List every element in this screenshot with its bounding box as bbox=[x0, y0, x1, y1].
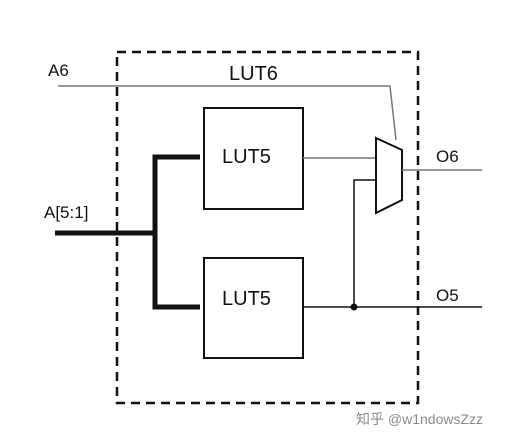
lut5-top-box bbox=[203, 107, 304, 210]
lut5-bottom-box bbox=[203, 257, 304, 359]
a6-wire bbox=[58, 85, 397, 141]
lut6-label: LUT6 bbox=[229, 63, 278, 85]
watermark: 知乎 @w1ndowsZzz bbox=[356, 411, 483, 427]
o5-feedback-wire bbox=[353, 179, 376, 307]
lut6-boundary bbox=[115, 50, 420, 405]
input-a5-1-label: A[5:1] bbox=[44, 203, 88, 222]
input-a6-label: A6 bbox=[48, 61, 69, 80]
output-o6-label: O6 bbox=[436, 147, 459, 166]
mux bbox=[375, 136, 403, 215]
junction-dot bbox=[350, 303, 358, 311]
bus-split bbox=[152, 154, 200, 310]
lut5-bottom-label: LUT5 bbox=[222, 288, 271, 310]
output-o5-label: O5 bbox=[436, 286, 459, 305]
lut5-top-label: LUT5 bbox=[222, 146, 271, 168]
